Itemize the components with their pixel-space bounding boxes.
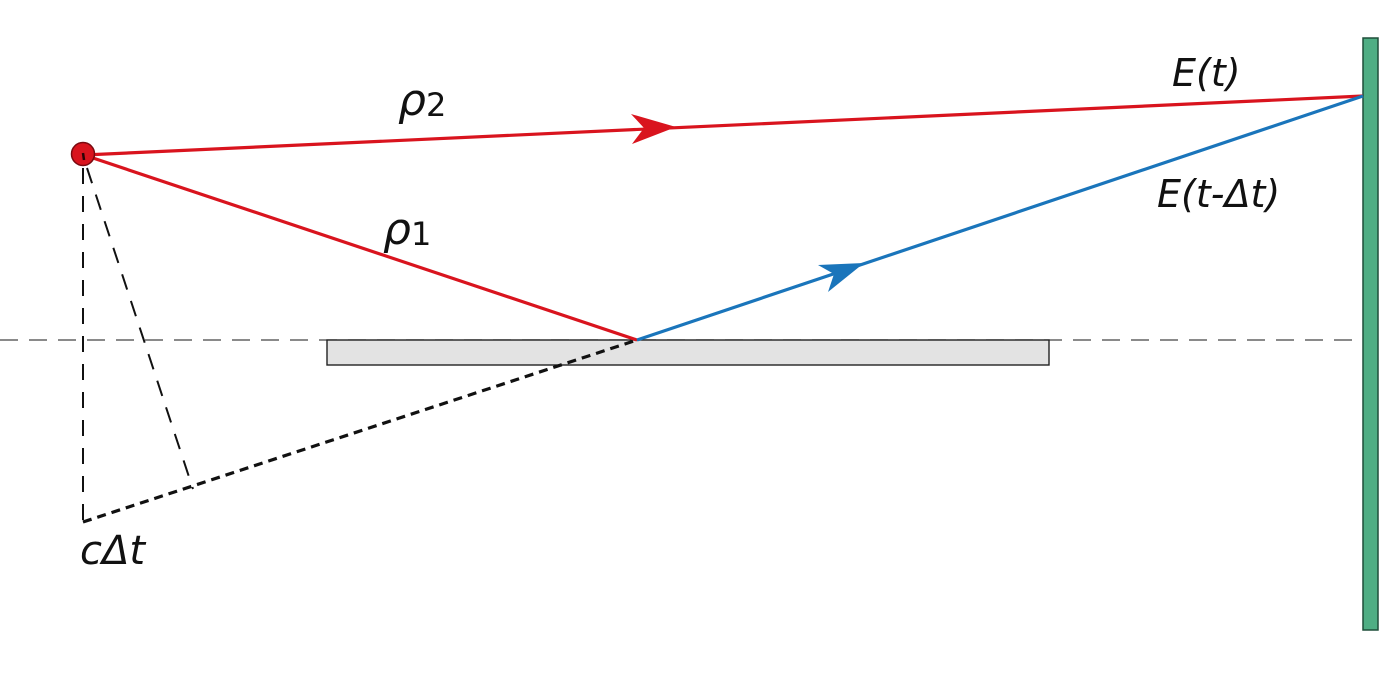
reflected-ray-arrow <box>818 263 864 292</box>
label-field-delayed: E(t-Δt) <box>1157 172 1280 216</box>
mirror-plate <box>326 339 1050 366</box>
reflected-ray <box>636 94 1364 342</box>
point-source-mark <box>81 152 86 161</box>
direct-ray-rho2 <box>83 94 1364 157</box>
direct-ray-arrow <box>631 114 676 144</box>
perpendicular-dashed-line <box>86 167 194 490</box>
label-field-t: E(t) <box>1172 51 1241 95</box>
incident-ray-rho1 <box>83 153 638 342</box>
screen <box>1362 37 1379 631</box>
reflected-ray-extension-dotted <box>82 338 638 524</box>
label-rho1: ρ1 <box>383 204 431 255</box>
label-rho2: ρ2 <box>398 75 446 126</box>
label-path-difference: cΔt <box>80 528 146 574</box>
